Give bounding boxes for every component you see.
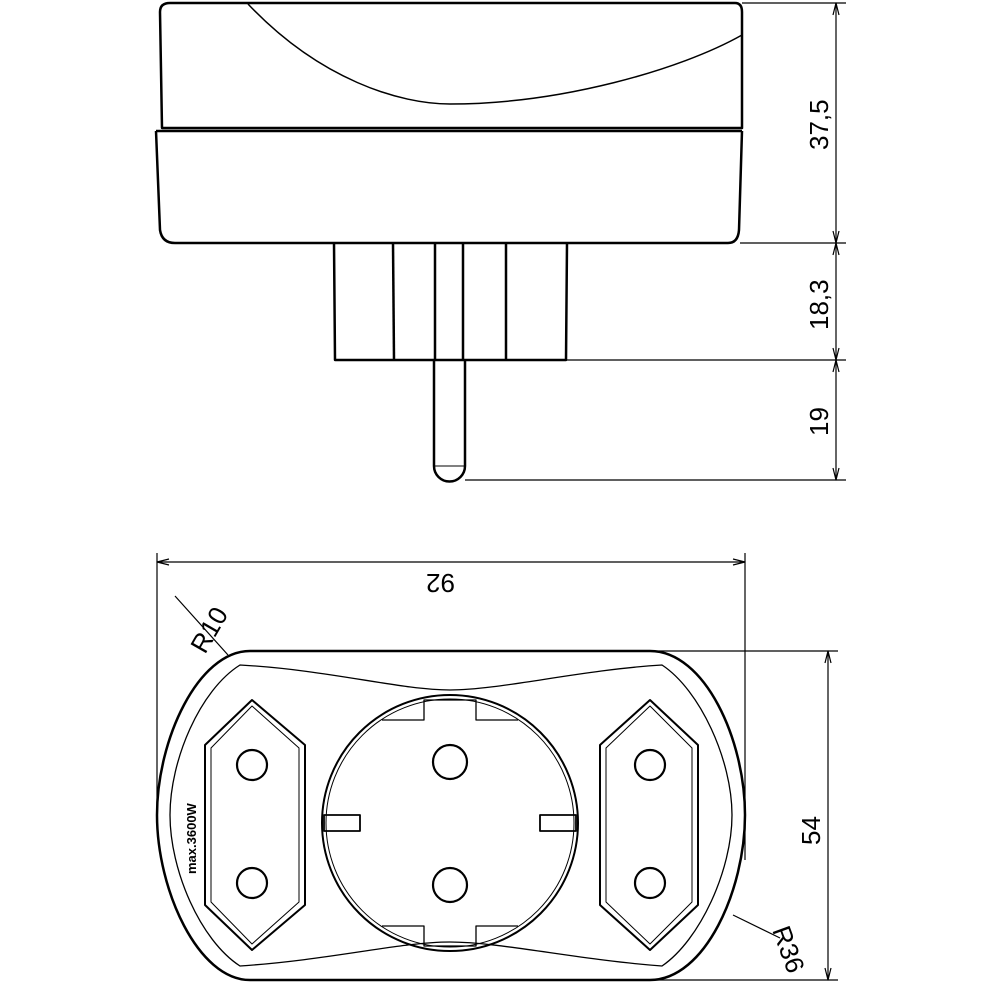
housing-outline [155,649,747,982]
dimension-width: 92 [426,568,455,598]
plug-base [332,242,569,362]
dimension-side-radius: R36 [766,922,811,977]
socket-hole [431,866,469,904]
socket-hole [431,743,469,781]
euro-socket-right [599,699,699,951]
dimension-height: 54 [796,816,826,845]
vertical-dimensions [465,2,846,481]
upper-housing [158,1,744,130]
socket-hole [633,866,667,900]
plug-pin [432,360,467,483]
power-rating-marking: max.3600W [184,802,199,874]
dimension-body-height: 37,5 [804,99,834,150]
width-dimension-lines [156,553,838,981]
dimension-pin-length: 19 [804,407,834,436]
top-curve [247,3,743,105]
socket-hole [633,748,667,782]
dimension-corner-radius: R10 [184,602,234,658]
schuko-socket [321,694,579,952]
front-view [155,553,838,982]
side-view [154,1,846,483]
socket-hole [235,866,269,900]
lower-housing [154,130,744,245]
euro-socket-left [204,699,306,951]
socket-hole [235,748,269,782]
dimension-plug-base-height: 18,3 [804,279,834,330]
inner-outline [169,664,733,967]
